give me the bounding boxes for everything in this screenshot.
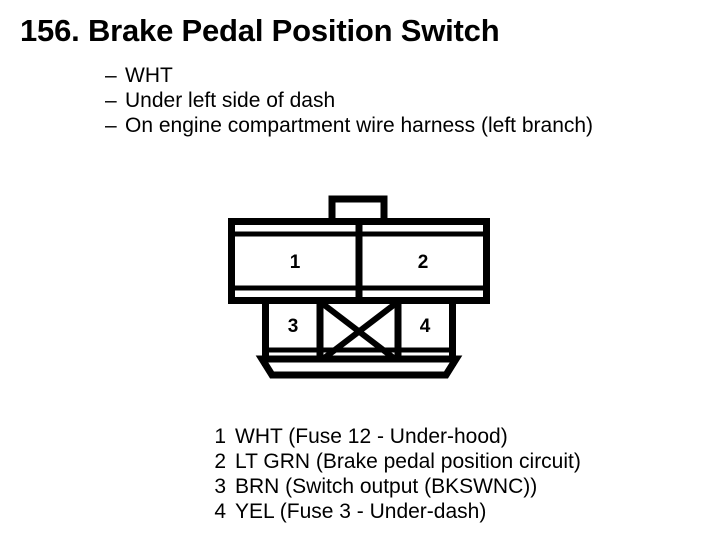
cell-1: 1 bbox=[290, 252, 301, 273]
legend-pin-description: YEL (Fuse 3 - Under-dash) bbox=[235, 500, 487, 523]
cell-1-label: 1 bbox=[290, 252, 301, 273]
connector-upper-body bbox=[228, 218, 490, 304]
dash-icon: – bbox=[105, 89, 117, 112]
note-label: WHT bbox=[125, 64, 173, 87]
legend-row: 2 LT GRN (Brake pedal position circuit) bbox=[200, 449, 581, 474]
note-item: – Under left side of dash bbox=[105, 88, 593, 113]
legend-pin-number: 4 bbox=[214, 500, 226, 523]
dash-icon: – bbox=[105, 64, 117, 87]
note-item: – On engine compartment wire harness (le… bbox=[105, 113, 593, 138]
legend-pin-number: 2 bbox=[214, 450, 226, 473]
legend-pin-description: LT GRN (Brake pedal position circuit) bbox=[235, 450, 581, 473]
note-item: – WHT bbox=[105, 63, 593, 88]
legend-row: 4 YEL (Fuse 3 - Under-dash) bbox=[200, 499, 581, 524]
note-label: On engine compartment wire harness (left… bbox=[125, 114, 594, 137]
page-title: 156. Brake Pedal Position Switch bbox=[20, 13, 500, 48]
legend-row: 1 WHT (Fuse 12 - Under-hood) bbox=[200, 424, 581, 449]
cell-3-label: 3 bbox=[288, 316, 299, 337]
note-label: Under left side of dash bbox=[125, 89, 336, 112]
legend-pin-description: WHT (Fuse 12 - Under-hood) bbox=[235, 425, 508, 448]
legend-row: 3 BRN (Switch output (BKSWNC)) bbox=[200, 474, 581, 499]
cell-2: 2 bbox=[418, 252, 429, 273]
cell-4: 4 bbox=[420, 316, 431, 337]
cell-blocked-x-icon bbox=[321, 301, 397, 362]
connector-diagram: 1 2 3 4 bbox=[210, 185, 500, 385]
cell-2-label: 2 bbox=[418, 252, 429, 273]
cell-4-label: 4 bbox=[420, 316, 431, 337]
legend-pin-number: 3 bbox=[214, 475, 226, 498]
notes-list: – WHT – Under left side of dash – On eng… bbox=[105, 63, 593, 138]
legend-pin-description: BRN (Switch output (BKSWNC)) bbox=[235, 475, 538, 498]
cell-3: 3 bbox=[288, 316, 299, 337]
connector-base-skirt bbox=[255, 355, 463, 379]
legend-pin-number: 1 bbox=[214, 425, 226, 448]
dash-icon: – bbox=[105, 114, 117, 137]
pin-legend: 1 WHT (Fuse 12 - Under-hood) 2 LT GRN (B… bbox=[200, 424, 581, 524]
